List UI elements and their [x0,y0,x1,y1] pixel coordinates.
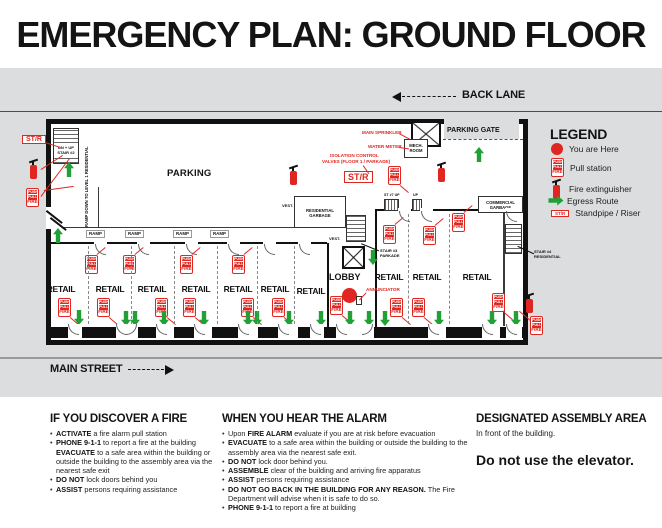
legend-item-egress: Egress Route [551,193,619,208]
gate-dashed-edge [443,139,523,140]
elevator-icon [342,246,365,269]
parking-label: PARKING [167,168,212,179]
isolation-valves-label2: VALVES (FLOOR 1 / PARKADE) [322,159,391,164]
main-street-arrow-icon [165,365,174,375]
upper-stair [412,199,422,211]
assembly-location: In front of the building. [476,429,556,438]
residential-garbage-room [294,196,346,228]
you-are-here-dot-icon [342,288,357,303]
legend-heading: LEGEND [550,126,608,142]
section-heading: WHEN YOU HEAR THE ALARM [222,413,387,425]
retail-front-wall-left [51,242,327,245]
parking-gate-label: PARKING GATE [447,127,500,134]
gate-lane [444,117,519,139]
bullet-item: •Upon FIRE ALARM evaluate if you are at … [222,429,436,438]
section-heading: IF YOU DISCOVER A FIRE [50,413,188,425]
commercial-garbage-label: COMMERCIAL GARBAGE [486,200,515,210]
storefront-wall [50,327,523,338]
legend-item-standpipe: ST/R Standpipe / Riser [551,208,640,218]
lobby-west-wall [327,243,329,335]
stair-3 [346,215,366,242]
isolation-valves-label: ISOLATION CONTROL [330,153,379,158]
main-street-arrow-line [128,369,164,370]
main-sprinkler-label: MAIN SPRINKLER [362,130,402,135]
elevator-warning: Do not use the elevator. [476,452,634,468]
vestibule-label: VEST. [282,203,294,208]
bullet-item: •DO NOT lock door behind you. [222,456,328,466]
bullet-item: •DO NOT GO BACK IN THE BUILDING FOR ANY … [222,484,455,504]
stair-7 [384,199,399,211]
section-assembly-area: DESIGNATED ASSEMBLY AREA In front of the… [476,413,656,468]
egress-route-arrow-icon [549,196,564,206]
bullet-item: •ASSIST persons requiring assistance [222,475,350,485]
standpipe-riser-icon: ST/R [22,135,46,144]
section-hear-alarm: WHEN YOU HEAR THE ALARM •Upon FIRE ALARM… [222,413,472,513]
residential-garbage-label: RESIDENTIAL GARBAGE [306,208,334,218]
bullet-item: •EVACUATE to a safe area within the buil… [222,438,468,457]
bullet-list: •ACTIVATE a fire alarm pull station•PHON… [50,429,230,494]
fire-extinguisher-icon [551,178,563,200]
mech-room-label: MECH. ROOM [409,143,423,153]
annunciator-panel [356,296,362,305]
you-are-here-dot-icon [551,143,563,155]
bullet-list: •Upon FIRE ALARM evaluate if you are at … [222,429,472,513]
stair-4-label: STAIR #4 RESIDENTIAL [534,249,561,259]
bullet-item: •DO NOT lock doors behind you [50,475,158,485]
annunciator-label: ANNUNCIATOR [366,287,400,292]
back-lane-arrow-line [402,96,456,97]
stair-7-label: ST #7 UP [384,193,400,197]
legend-item-you-are-here: You are Here [551,143,619,155]
ramp-wall [98,187,99,228]
lobby-label: LOBBY [329,272,361,282]
bullet-item: •PHONE 9-1-1 to report a fire at the bui… [50,438,213,476]
bullet-item: •ACTIVATE a fire alarm pull station [50,429,167,438]
section-heading: DESIGNATED ASSEMBLY AREA [476,413,647,425]
standpipe-riser-icon: ST/R [551,209,570,217]
stair4-west-wall [503,212,505,326]
standpipe-riser-icon: ST/R [344,171,373,183]
main-street-label: MAIN STREET [50,363,123,375]
back-lane-arrow-icon [392,92,401,102]
legend-item-extinguisher: Fire extinguisher [551,178,632,200]
bullet-item: •PHONE 9-1-1 to report a fire at buildin… [222,503,356,513]
up-label: UP [413,193,418,197]
vestibule-label: VEST. [329,236,341,241]
water-meter-label: WATER METER [368,144,402,149]
corridor-wall [63,227,294,228]
stair-3-label: STAIR #3 PARKADE [380,248,400,258]
stair-4 [505,224,522,254]
retail-front-wall-right [375,209,523,212]
lobby-east-wall [375,211,377,335]
bullet-item: •ASSIST persons requiring assistance [50,484,178,494]
back-lane-edge-line [0,111,662,112]
page-title: EMERGENCY PLAN: GROUND FLOOR [16,14,646,55]
stair-2-label: DN + UP STAIR #2 [54,145,78,156]
bullet-item: •ASSEMBLE clear of the building and arri… [222,466,421,476]
section-discover-fire: IF YOU DISCOVER A FIRE •ACTIVATE a fire … [50,413,230,494]
ramp-down-label: RAMP DOWN TO LEVEL 1 RESIDENTIAL [84,146,89,227]
back-lane-label: BACK LANE [462,89,525,101]
building-outline [46,119,528,345]
main-street-edge-line [0,357,662,359]
